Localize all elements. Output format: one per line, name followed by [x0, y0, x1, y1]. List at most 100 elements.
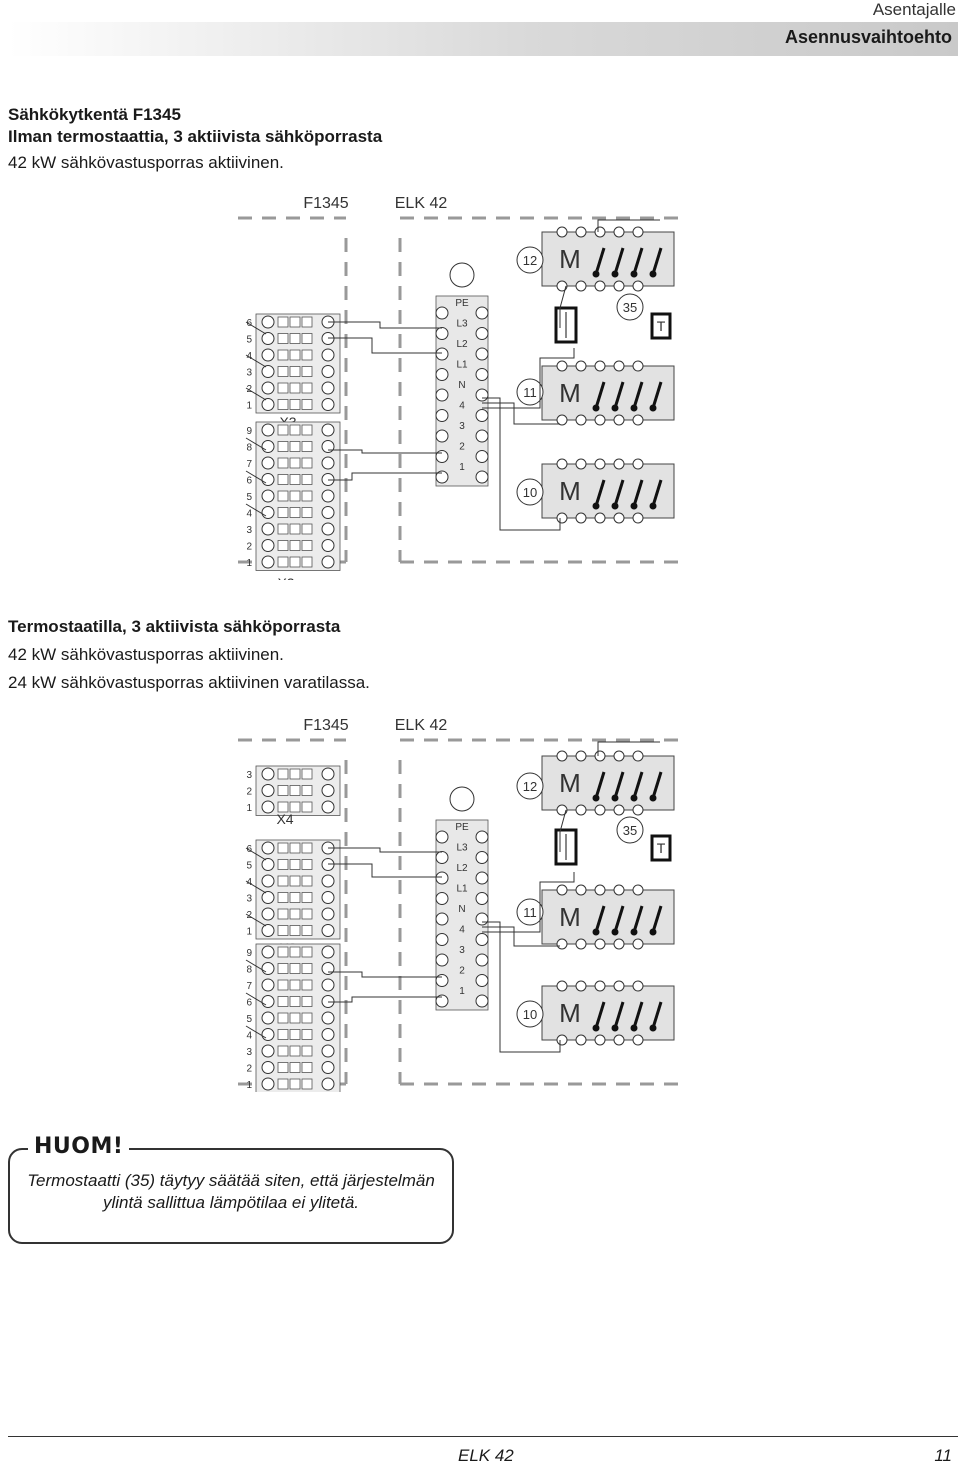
- x2-pin-right: [321, 945, 335, 959]
- x2-slot: [277, 996, 289, 1007]
- contactor-10-top-terminal: [613, 980, 625, 992]
- x3-slot: [289, 382, 301, 394]
- x2-pin-left: [261, 522, 275, 536]
- contactor-10-switch-pivot: [592, 502, 600, 510]
- wire-6: [482, 926, 560, 947]
- contactor-12-bottom-terminal: [575, 280, 587, 292]
- x2-slot: [277, 490, 289, 502]
- contactor-10-switch-pivot: [592, 1024, 600, 1032]
- bubble-35: [616, 816, 644, 844]
- x3-slot: [301, 892, 313, 903]
- x2-pin-label: 3: [246, 525, 252, 536]
- x2-pin-label: 4: [246, 1031, 252, 1042]
- x3-slot: [301, 842, 313, 854]
- x9-pin-left: [435, 327, 449, 340]
- x4-slot: [289, 768, 301, 780]
- contactor-11-bottom-terminal: [632, 414, 644, 426]
- contactor-10-switch-pivot: [649, 502, 657, 510]
- x9-pin-label: 4: [459, 401, 465, 412]
- contactor-10-switch-pivot: [630, 502, 638, 510]
- x2-pin-right: [321, 555, 335, 569]
- x3-slot: [289, 925, 301, 936]
- x9-pin-left: [435, 953, 449, 967]
- x3-pin-right: [321, 907, 335, 921]
- x9-pin-left: [435, 470, 449, 484]
- jumper: [245, 1025, 267, 1039]
- contactor-11-switch: [632, 381, 644, 409]
- x2-slot: [289, 556, 301, 568]
- contactor-10-switch-pivot: [630, 1024, 638, 1032]
- contactor-12-top-terminal: [575, 226, 587, 238]
- contactor-11-switch: [613, 381, 625, 409]
- x2-pin-left: [261, 1028, 275, 1041]
- x2-slot: [289, 507, 301, 518]
- bubble-11: [516, 898, 544, 926]
- contactor-11-bottom-terminal: [632, 938, 644, 950]
- x3-slot: [277, 908, 289, 920]
- x2-pin-left: [261, 473, 275, 486]
- x2-slot: [301, 1062, 313, 1073]
- x2-slot: [301, 996, 313, 1007]
- bubble-11-label: 11: [523, 905, 537, 920]
- x9-pin-left: [435, 933, 449, 946]
- x2-slot: [289, 457, 301, 469]
- contactor-12-top-terminal: [613, 226, 625, 238]
- header-category: Asentajalle: [872, 0, 956, 19]
- x3-slot: [289, 859, 301, 870]
- contactor-10-switch: [594, 479, 606, 507]
- bubble-35-label: 35: [623, 300, 637, 315]
- contactor-10-bottom-terminal: [632, 1034, 644, 1046]
- x9-bubble: [449, 262, 475, 288]
- label-elk42: ELK 42: [395, 717, 448, 734]
- thermostat-box: [650, 834, 672, 862]
- bubble-12: [516, 772, 544, 800]
- x9-pin-right: [475, 912, 489, 926]
- contactor-10-switch: [594, 1001, 606, 1029]
- contactor-11-switch-pivot: [592, 928, 600, 936]
- x4-label: X4: [276, 811, 293, 827]
- contactor-10-coil-symbol: M: [559, 998, 581, 1028]
- jumper: [245, 959, 267, 973]
- x3-pin-left: [261, 858, 275, 871]
- contactor-11-top-terminal: [613, 360, 625, 372]
- wire-3: [328, 449, 442, 454]
- x3-pin-left: [261, 891, 275, 904]
- x3-slot: [289, 316, 301, 328]
- x2-pin-label: 5: [246, 1014, 252, 1025]
- x2-pin-label: 7: [246, 459, 252, 470]
- x2-slot: [289, 441, 301, 452]
- x2-slot: [277, 523, 289, 535]
- x3-slot: [277, 382, 289, 394]
- x2-pin-label: 1: [246, 1080, 252, 1091]
- contactor-12-switch: [632, 771, 644, 799]
- x4-pin-right: [321, 784, 335, 797]
- x2-pin-left: [261, 1061, 275, 1074]
- x3-slot: [289, 875, 301, 887]
- x2-slot: [289, 424, 301, 436]
- contactor-11-top-terminal: [556, 360, 568, 372]
- wire-4: [328, 996, 442, 1003]
- contactor-10-bottom-terminal: [575, 512, 587, 524]
- x2-slot: [301, 490, 313, 502]
- thermostat-symbol: T: [657, 318, 666, 334]
- x2-pin-left: [261, 978, 275, 992]
- wire-1: [328, 321, 442, 329]
- x2-pin-left: [261, 506, 275, 519]
- bubble-35-label: 35: [623, 823, 637, 838]
- x9-pin-right: [475, 409, 489, 422]
- contactor-12-bottom-terminal: [575, 804, 587, 816]
- contactor-10-bottom-terminal: [556, 1034, 568, 1046]
- x2-slot: [301, 556, 313, 568]
- contactor-10-top-terminal: [594, 458, 606, 470]
- x2-slot: [289, 490, 301, 502]
- contactor-11-top-terminal: [632, 360, 644, 372]
- x3-slot: [289, 842, 301, 854]
- x9-pin-left: [435, 851, 449, 864]
- x9-pin-right: [475, 306, 489, 320]
- x2-pin-label: 2: [246, 542, 252, 553]
- x2-slot: [277, 1045, 289, 1057]
- wire-7: [482, 348, 575, 409]
- contactor-11-switch: [651, 905, 663, 933]
- x2-pin-left: [261, 489, 275, 503]
- contactor-10-top-terminal: [556, 458, 568, 470]
